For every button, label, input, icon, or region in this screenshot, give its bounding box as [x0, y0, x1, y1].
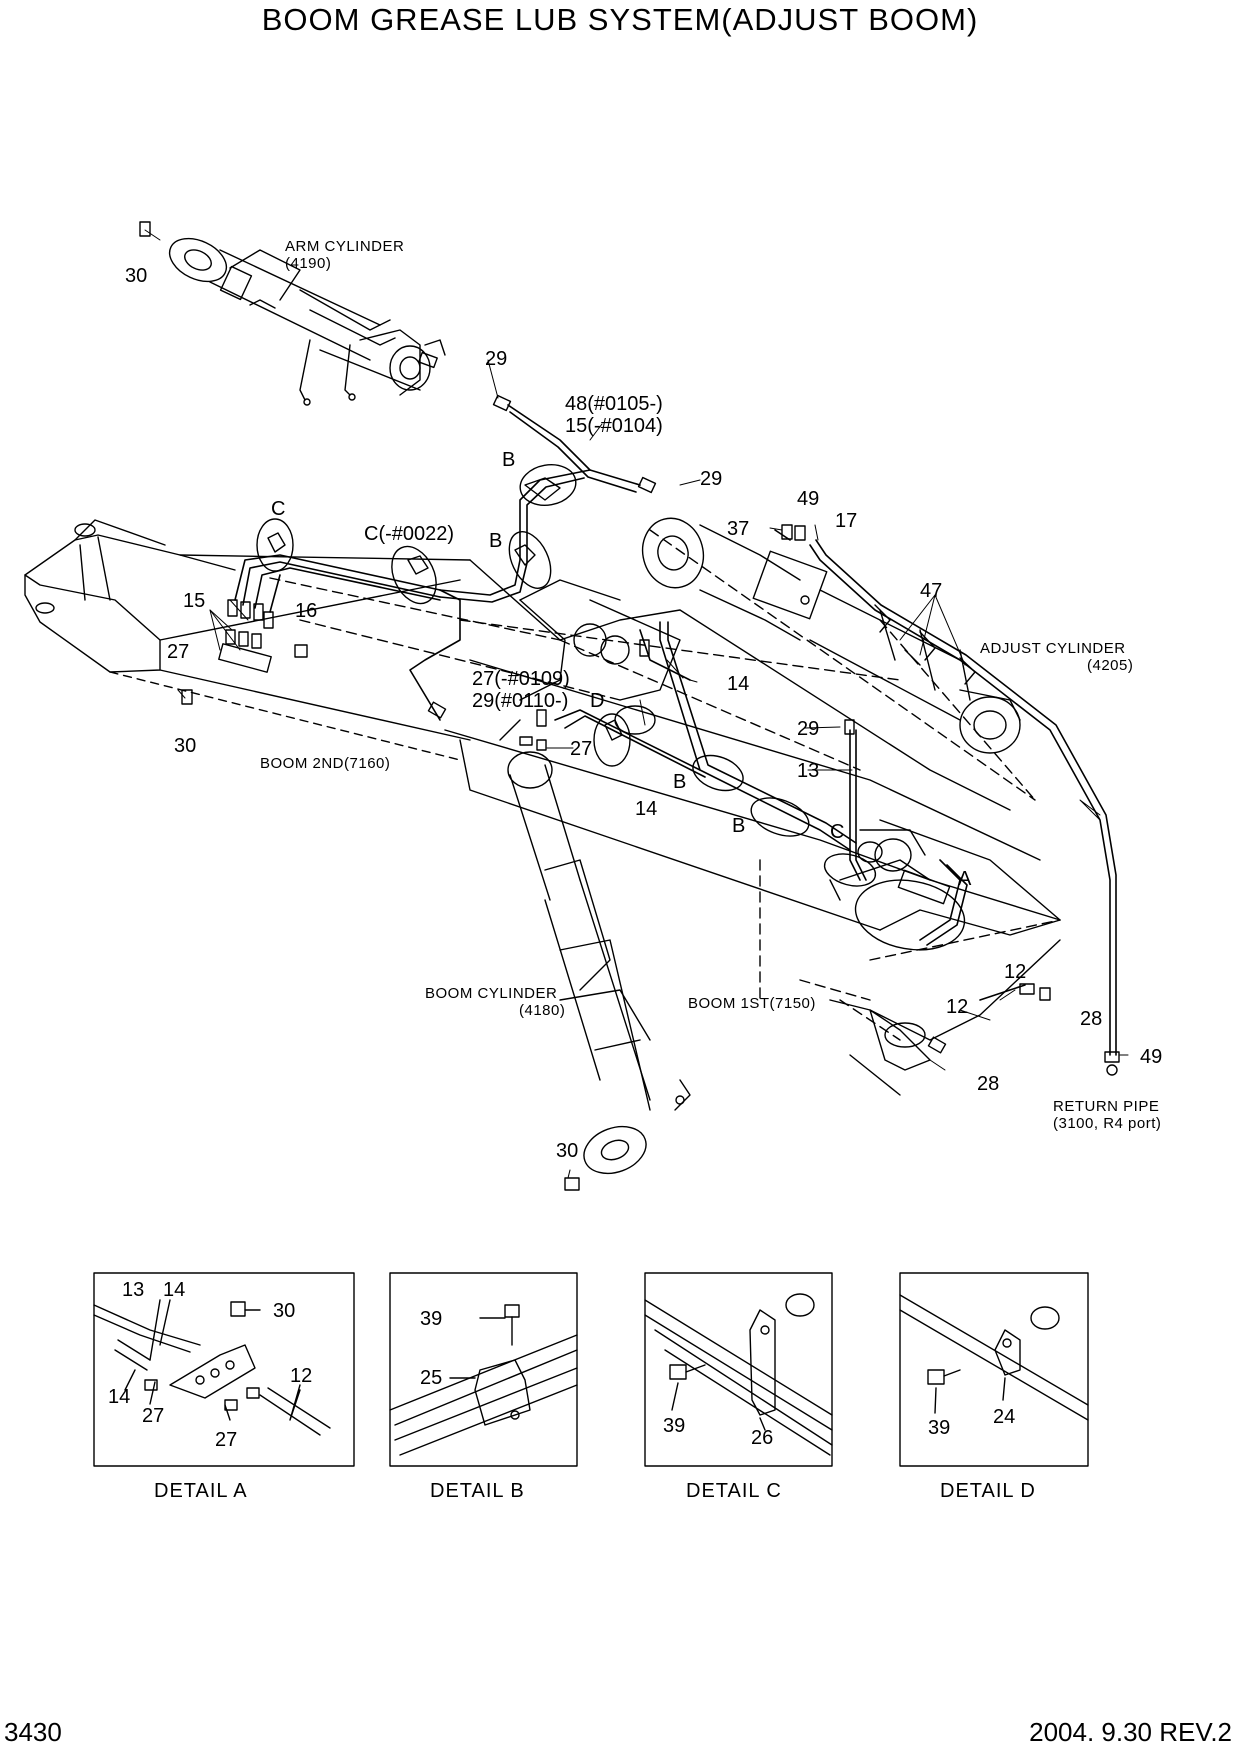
callout-30-bottom: 30: [556, 1140, 578, 1162]
callout-labels: 30 29 48(#0105-) 15(-#0104) 29 49 37 17 …: [125, 238, 1162, 1162]
boom-cylinder-label: BOOM CYLINDER: [425, 985, 557, 1002]
grease-hoses: [234, 404, 1117, 1056]
revision-date: 2004. 9.30 REV.2: [1029, 1717, 1232, 1747]
callout-13: 13: [797, 760, 819, 782]
page-number: 3430: [4, 1717, 62, 1747]
letter-c-ranged: C(-#0022): [364, 523, 454, 545]
boom-cylinder: [507, 751, 691, 1175]
callout-28-b: 28: [977, 1073, 999, 1095]
boom-cylinder-code: (4180): [519, 1002, 565, 1019]
callout-49-bottom: 49: [1140, 1046, 1162, 1068]
callout-15-top: 15(-#0104): [565, 415, 663, 437]
callout-14-b: 14: [635, 798, 657, 820]
adjust-cylinder-code: (4205): [1087, 657, 1133, 674]
letter-a: A: [958, 868, 972, 890]
page-title: BOOM GREASE LUB SYSTEM(ADJUST BOOM): [261, 2, 979, 37]
arm-cylinder: [168, 237, 446, 406]
letter-b-1: B: [502, 449, 515, 471]
callout-27-left: 27: [167, 641, 189, 663]
arm-cylinder-code: (4190): [285, 255, 331, 272]
callout-17: 17: [835, 510, 857, 532]
letter-c-1: C: [271, 498, 285, 520]
callout-49-top: 49: [797, 488, 819, 510]
detail-d-24: 24: [993, 1406, 1015, 1428]
detail-highlights: [256, 464, 966, 951]
letter-d: D: [590, 690, 604, 712]
detail-a-12: 12: [290, 1365, 312, 1387]
callout-29-right: 29: [797, 718, 819, 740]
letter-b-3: B: [673, 771, 686, 793]
boom-2nd-label: BOOM 2ND(7160): [260, 755, 390, 772]
detail-a-label: DETAIL A: [154, 1480, 248, 1502]
leader-lines: [144, 229, 1129, 1179]
detail-labels: 13 14 30 12 14 27 27 DETAIL A 39 25 DETA…: [108, 1279, 1036, 1502]
detail-d-label: DETAIL D: [940, 1480, 1036, 1502]
boom-1st-body: [444, 579, 1061, 1096]
detail-c-label: DETAIL C: [686, 1480, 782, 1502]
detail-a-27a: 27: [142, 1405, 164, 1427]
letter-b-4: B: [732, 815, 745, 837]
detail-b-39: 39: [420, 1308, 442, 1330]
detail-b-label: DETAIL B: [430, 1480, 525, 1502]
callout-15-left: 15: [183, 590, 205, 612]
detail-b-25: 25: [420, 1367, 442, 1389]
letter-b-2: B: [489, 530, 502, 552]
arm-cylinder-label: ARM CYLINDER: [285, 238, 404, 255]
detail-a-30: 30: [273, 1300, 295, 1322]
callout-16: 16: [295, 600, 317, 622]
callout-27-mid: 27: [570, 738, 592, 760]
return-pipe-code: (3100, R4 port): [1053, 1115, 1161, 1132]
detail-a-box: [93, 1272, 355, 1467]
fittings: [139, 221, 1120, 1191]
detail-c-box: [644, 1272, 833, 1467]
detail-a-14b: 14: [108, 1386, 130, 1408]
callout-48: 48(#0105-): [565, 393, 663, 415]
detail-d-box: [899, 1272, 1089, 1467]
callout-29-top: 29: [485, 348, 507, 370]
detail-a-27b: 27: [215, 1429, 237, 1451]
return-pipe-label: RETURN PIPE: [1053, 1098, 1159, 1115]
detail-c-26: 26: [751, 1427, 773, 1449]
callout-14-a: 14: [727, 673, 749, 695]
boom-1st-label: BOOM 1ST(7150): [688, 995, 816, 1012]
callout-27-range: 27(-#0109): [472, 668, 570, 690]
callout-47: 47: [920, 580, 942, 602]
callout-30-left: 30: [174, 735, 196, 757]
phantom-lines: [269, 529, 1061, 1041]
callout-28-a: 28: [1080, 1008, 1102, 1030]
adjust-cylinder-label: ADJUST CYLINDER: [980, 640, 1126, 657]
detail-a-14a: 14: [163, 1279, 185, 1301]
detail-d-39: 39: [928, 1417, 950, 1439]
detail-a-13: 13: [122, 1279, 144, 1301]
callout-30-top: 30: [125, 265, 147, 287]
clamps: [267, 477, 976, 741]
callout-12-b: 12: [946, 996, 968, 1018]
callout-29-range: 29(#0110-): [472, 690, 568, 712]
callout-29-mid: 29: [700, 468, 722, 490]
adjust-cylinder: [641, 517, 1021, 754]
detail-c-39: 39: [663, 1415, 685, 1437]
detail-b-box: [389, 1272, 578, 1467]
boom-2nd-body: [24, 519, 561, 761]
callout-12-a: 12: [1004, 961, 1026, 983]
letter-c-2: C: [830, 821, 844, 843]
callout-37: 37: [727, 518, 749, 540]
